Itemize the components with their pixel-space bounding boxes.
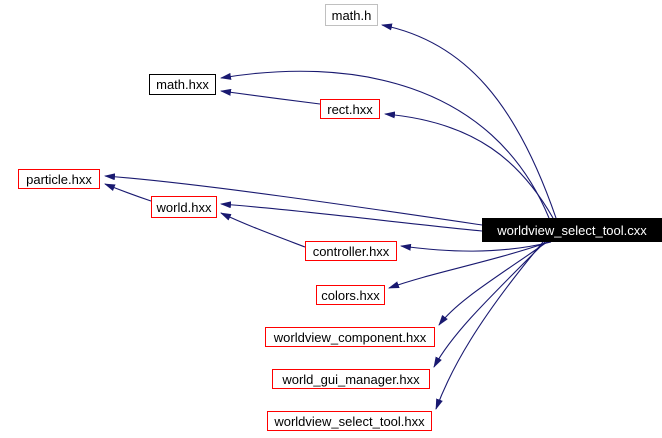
node-colors_hxx[interactable]: colors.hxx	[316, 285, 385, 305]
edge-worldview_select_tool_cxx-to-rect_hxx	[384, 111, 554, 219]
edge-worldview_select_tool_cxx-to-colors_hxx	[388, 241, 550, 289]
node-worldview_component_hxx[interactable]: worldview_component.hxx	[265, 327, 435, 347]
edge-worldview_select_tool_cxx-to-math_hxx	[220, 70, 550, 219]
node-rect_hxx[interactable]: rect.hxx	[320, 99, 380, 119]
node-math_hxx[interactable]: math.hxx	[149, 74, 216, 95]
edge-rect_hxx-to-math_hxx	[220, 88, 321, 105]
node-particle_hxx[interactable]: particle.hxx	[18, 169, 100, 189]
edge-worldview_select_tool_cxx-to-worldview_component_hxx	[438, 241, 548, 326]
node-math_h[interactable]: math.h	[325, 4, 378, 26]
edge-worldview_select_tool_cxx-to-particle_hxx	[104, 173, 483, 226]
edge-worldview_select_tool_cxx-to-world_hxx	[220, 201, 483, 232]
edge-worldview_select_tool_cxx-to-math_h	[381, 23, 557, 219]
node-world_hxx[interactable]: world.hxx	[151, 196, 217, 218]
edge-controller_hxx-to-world_hxx	[220, 212, 306, 248]
node-worldview_select_tool_cxx: worldview_select_tool.cxx	[482, 218, 662, 242]
edge-world_hxx-to-particle_hxx	[104, 183, 152, 202]
edge-worldview_select_tool_cxx-to-world_gui_manager_hxx	[433, 241, 546, 368]
edge-group	[104, 23, 557, 410]
node-controller_hxx[interactable]: controller.hxx	[305, 241, 397, 261]
edge-worldview_select_tool_cxx-to-worldview_select_tool_hxx	[435, 241, 544, 410]
node-world_gui_manager_hxx[interactable]: world_gui_manager.hxx	[272, 369, 430, 389]
edge-worldview_select_tool_cxx-to-controller_hxx	[400, 241, 552, 252]
node-worldview_select_tool_hxx[interactable]: worldview_select_tool.hxx	[267, 411, 432, 431]
